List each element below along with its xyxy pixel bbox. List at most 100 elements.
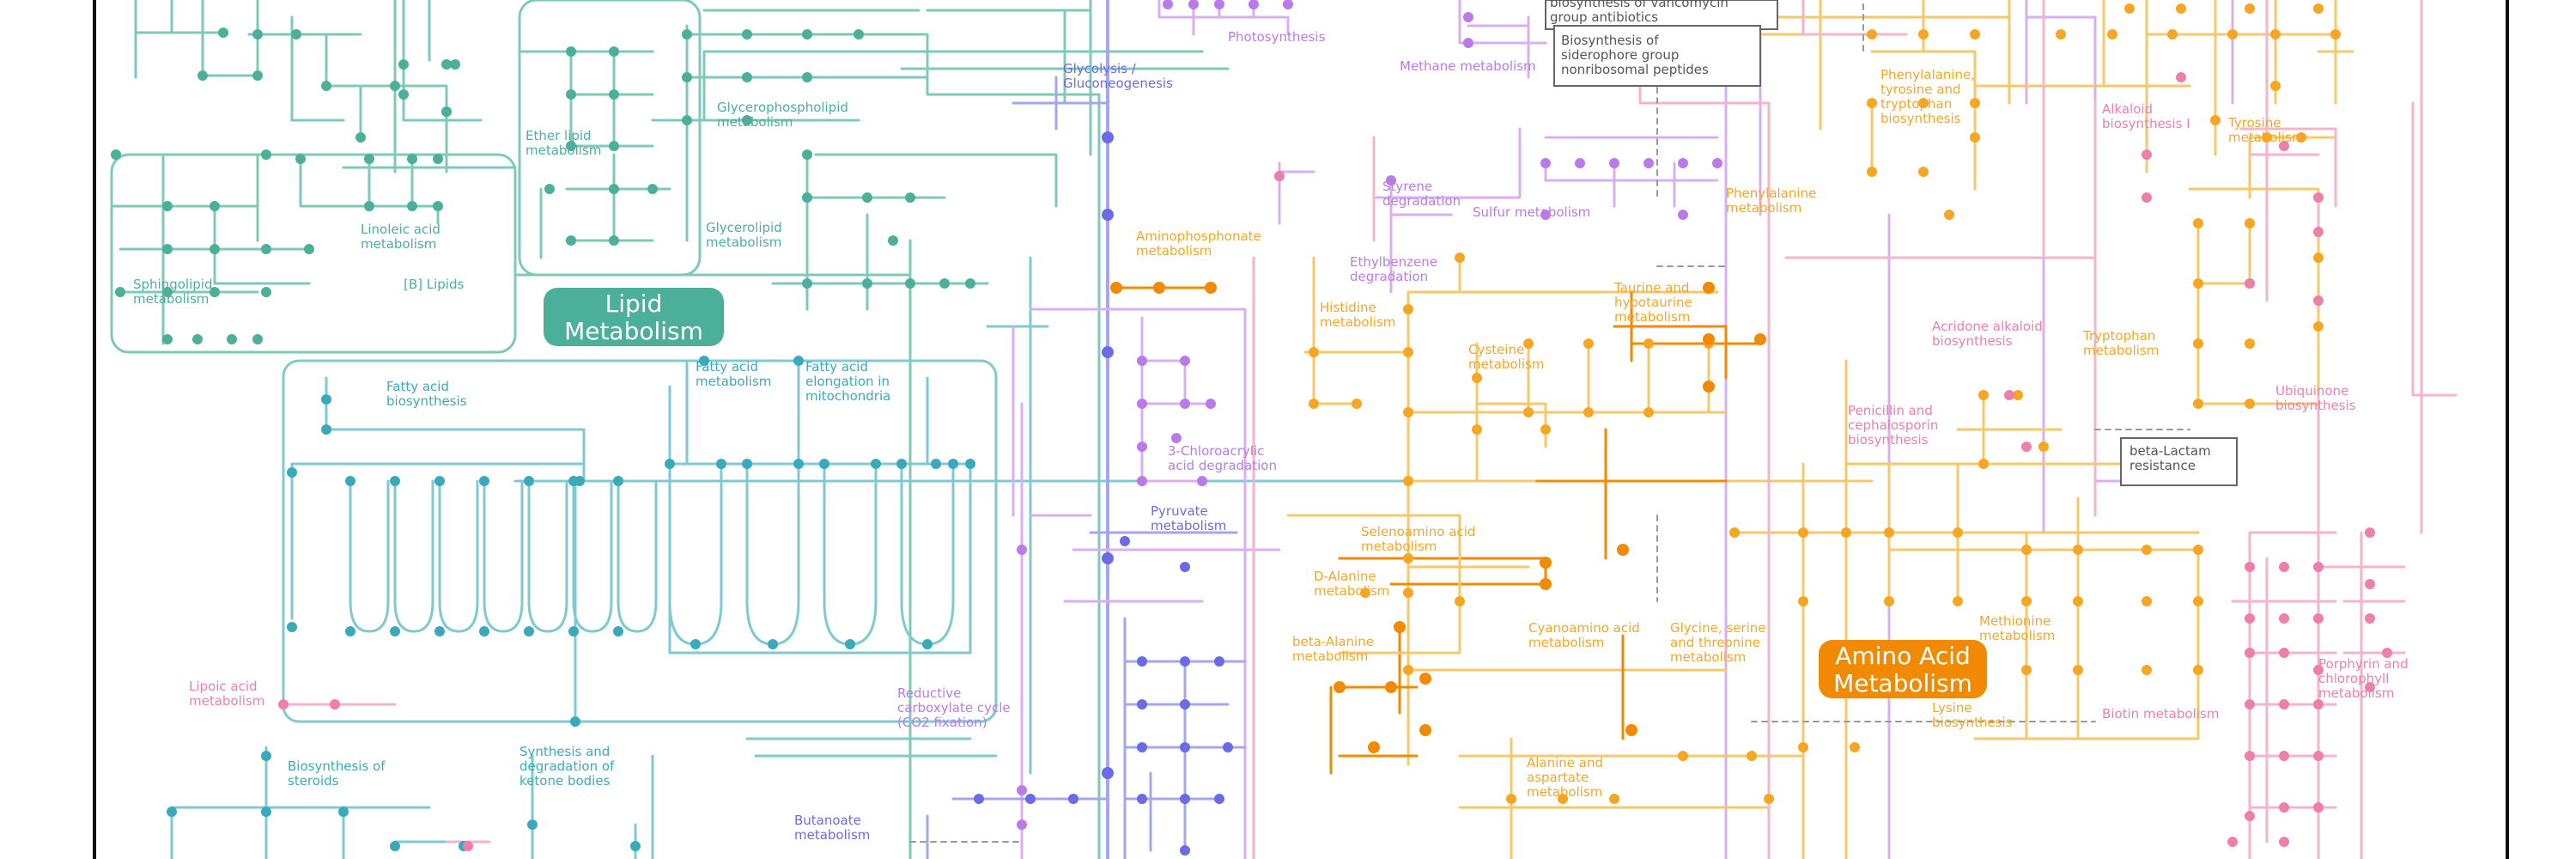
compound-node [888, 235, 898, 246]
compound-node [896, 459, 907, 469]
pathway-label-line: Linoleic acid [361, 222, 440, 237]
pathway-label-line: Tyrosine [2227, 115, 2281, 131]
compound-node [690, 639, 701, 649]
compound-node [1214, 0, 1224, 9]
pathway-label-line: beta-Lactam [2129, 443, 2211, 459]
pathway-edge [290, 462, 586, 620]
pathway-label-line: carboxylate cycle [897, 700, 1011, 716]
beta-lactam-box [2120, 437, 2238, 486]
compound-node [338, 807, 349, 817]
pathway-label-line: Sulfur metabolism [1473, 204, 1590, 220]
compound-node [2245, 648, 2255, 658]
compound-node [252, 334, 263, 344]
compound-node [304, 244, 314, 254]
pathway-edge [685, 359, 929, 466]
compound-node [2313, 751, 2324, 761]
pathway-label-line: beta-Alanine [1292, 634, 1374, 649]
compound-node [407, 201, 417, 211]
pathway-label-line: Synthesis and [519, 744, 610, 759]
pathway-label-line: metabolism [1468, 356, 1544, 372]
compound-node [1540, 158, 1551, 168]
compound-node [742, 72, 752, 82]
pathway-label-line: Cysteine [1468, 342, 1524, 357]
compound-node [2107, 29, 2117, 40]
compound-node [2365, 682, 2375, 692]
compound-node [2210, 115, 2221, 125]
pathway-label-line: Reductive [897, 685, 961, 701]
compound-node [1944, 210, 1954, 220]
compound-node [2056, 29, 2066, 40]
pathway-label-line: and threonine [1670, 635, 1760, 650]
pathway-label-line: Histidine [1320, 300, 1376, 315]
pathway-label-line: Alanine and [1527, 755, 1603, 771]
compound-node [2313, 227, 2324, 237]
pathway-label-line: Glycerolipid [706, 220, 782, 235]
pathway-label-line: Alkaloid [2102, 101, 2153, 117]
compound-node [1506, 794, 1516, 804]
pathway-label-line: metabolism [526, 143, 601, 158]
pathway-edge [572, 479, 613, 633]
compound-node [441, 107, 452, 117]
compound-node [398, 89, 409, 100]
pathway-edge [1157, 0, 1290, 36]
compound-node [1403, 407, 1413, 417]
compound-node [390, 626, 400, 637]
pathway-edge [531, 754, 998, 859]
compound-node [802, 278, 812, 289]
compound-node [1463, 12, 1473, 22]
compound-node [871, 459, 881, 469]
compound-node [1455, 253, 1465, 263]
pathway-edge [814, 153, 1058, 208]
compound-node [2296, 132, 2306, 143]
compound-node [2021, 545, 2032, 555]
pathway-label-line: biosynthesis [1848, 432, 1929, 448]
compound-node [1102, 767, 1114, 779]
pathway-label-line: tyrosine and [1880, 82, 1960, 97]
compound-node [2279, 141, 2289, 151]
pathway-label-line: biosynthesis of vancomycin [1550, 0, 1728, 10]
pathway-label-line: Glycine, serine [1670, 620, 1765, 636]
compound-node [2142, 596, 2152, 606]
compound-node [905, 192, 915, 203]
compound-node [699, 356, 709, 366]
compound-node [1188, 0, 1199, 9]
compound-node [1249, 0, 1259, 9]
compound-node [1472, 373, 1482, 383]
compound-node [1205, 282, 1217, 294]
pathway-edge [2317, 101, 2458, 859]
compound-node [2193, 218, 2203, 228]
compound-node [261, 149, 271, 160]
pathway-label-line: Penicillin and [1848, 403, 1933, 418]
compound-node [2193, 399, 2203, 409]
pathway-edge [2317, 531, 2406, 859]
pathway-edge [2231, 531, 2337, 859]
compound-node [2245, 218, 2255, 228]
pathway-edge [1535, 428, 1728, 560]
pathway-label-line: chlorophyll [2318, 671, 2389, 686]
pathway-edge [617, 479, 658, 633]
compound-node [1385, 681, 1397, 693]
compound-node [450, 59, 460, 70]
pathway-label-line: metabolism [2228, 130, 2304, 145]
compound-node [115, 287, 125, 297]
compound-node [1643, 158, 1654, 168]
compound-node [390, 81, 400, 91]
compound-node [463, 841, 473, 851]
compound-node [1163, 0, 1173, 9]
pathway-label-line: D-Alanine [1314, 569, 1376, 584]
pathway-label-line: Tryptophan [2082, 328, 2155, 344]
pathway-label-line: metabolism [717, 114, 793, 130]
compound-node [227, 334, 237, 344]
pathway-label-line: Ethylbenzene [1350, 254, 1437, 270]
pathway-label-line: Lipoic acid [189, 679, 258, 694]
compound-node [1798, 742, 1808, 752]
compound-node [1403, 347, 1413, 357]
pathway-label-photosynthesis: Photosynthesis [1228, 29, 1326, 45]
